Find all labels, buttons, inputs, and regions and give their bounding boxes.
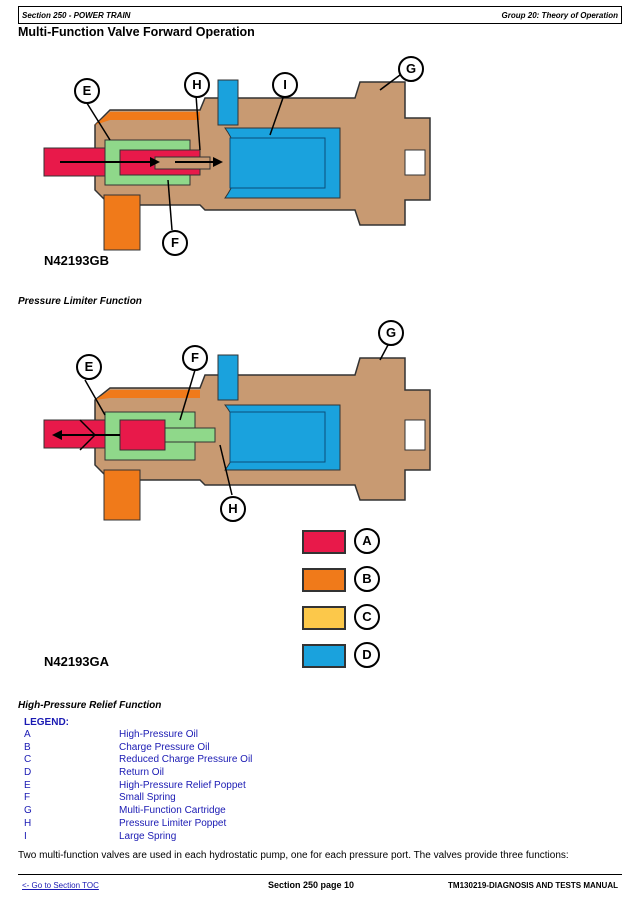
callout-g2: G xyxy=(378,320,404,346)
swatch-label-d: D xyxy=(354,642,380,668)
swatch-label-c: C xyxy=(354,604,380,630)
callout-e: E xyxy=(74,78,100,104)
swatch-a xyxy=(302,530,346,554)
callout-i: I xyxy=(272,72,298,98)
page-number: Section 250 page 10 xyxy=(268,880,355,890)
manual-id: TM130219-DIAGNOSIS AND TESTS MANUAL xyxy=(448,881,618,890)
callout-f: F xyxy=(162,230,188,256)
swatch-c xyxy=(302,606,346,630)
callout-e2: E xyxy=(76,354,102,380)
page-footer: <- Go to Section TOC Section 250 page 10… xyxy=(18,874,622,893)
callout-g: G xyxy=(398,56,424,82)
swatch-d xyxy=(302,644,346,668)
header-section: Section 250 - POWER TRAIN xyxy=(22,11,131,20)
header-group: Group 20: Theory of Operation xyxy=(501,11,618,20)
figure-2-caption: Pressure Limiter Function xyxy=(18,296,142,307)
callout-f2: F xyxy=(182,345,208,371)
callout-h2: H xyxy=(220,496,246,522)
swatch-b xyxy=(302,568,346,592)
page-title: Multi-Function Valve Forward Operation xyxy=(18,25,255,39)
body-paragraph: Two multi-function valves are used in ea… xyxy=(18,850,569,861)
figure-id-2: N42193GA xyxy=(44,654,110,669)
figure-id-1: N42193GB xyxy=(44,253,110,268)
page-header: Section 250 - POWER TRAIN Group 20: Theo… xyxy=(18,6,622,24)
legend-heading: LEGEND: xyxy=(24,717,69,728)
swatch-label-a: A xyxy=(354,528,380,554)
callout-h: H xyxy=(184,72,210,98)
toc-link[interactable]: <- Go to Section TOC xyxy=(22,881,99,890)
section-3-caption: High-Pressure Relief Function xyxy=(18,700,162,711)
swatch-label-b: B xyxy=(354,566,380,592)
